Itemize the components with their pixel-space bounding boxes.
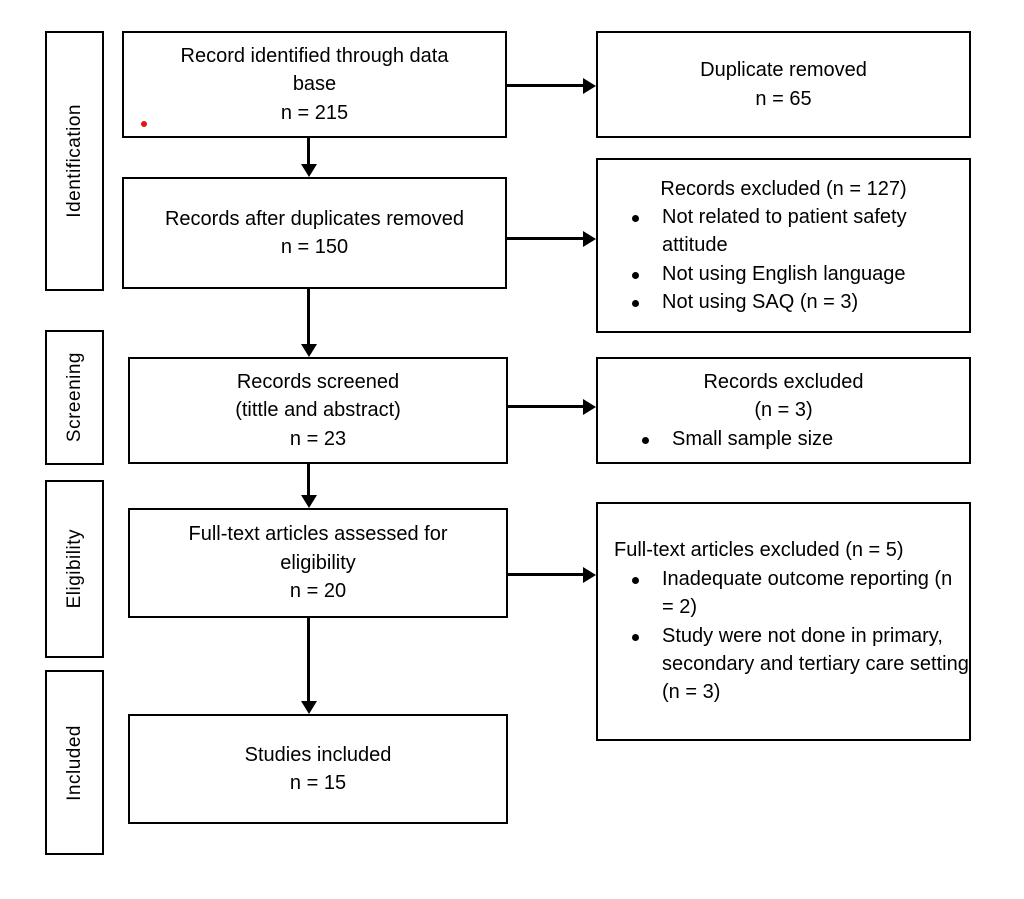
bullet-dot-icon xyxy=(632,300,639,308)
list-item: Study were not done in primary, secondar… xyxy=(632,622,969,707)
bullet-dot-icon xyxy=(632,215,639,223)
exclusion-reason-list: Small sample size xyxy=(598,425,969,453)
node-records-after-duplicates: Records after duplicates removed n = 150 xyxy=(122,177,507,289)
node-records-excluded-127: Records excluded (n = 127) Not related t… xyxy=(596,158,971,333)
connector-line xyxy=(307,618,310,703)
list-item: Not related to patient safety attitude xyxy=(632,203,969,260)
node-heading: Records excluded (n = 127) xyxy=(660,177,907,200)
stage-box-included: Included xyxy=(45,670,104,855)
connector-fulltext-to-included xyxy=(300,618,323,714)
connector-after-duplicates-to-screened xyxy=(300,289,323,357)
node-line: Full-text articles assessed for xyxy=(188,523,448,546)
connector-identified-to-duplicates-removed xyxy=(507,77,596,100)
arrowhead-icon xyxy=(300,164,317,177)
list-item-label: Not using English language xyxy=(662,262,906,285)
stage-label-included: Included xyxy=(64,724,85,801)
stage-label-screening: Screening xyxy=(64,352,85,443)
list-item-label: Small sample size xyxy=(672,427,834,450)
stage-label-eligibility: Eligibility xyxy=(64,529,85,609)
connector-line xyxy=(507,84,585,87)
list-item-label: Not related to patient safety attitude xyxy=(662,205,907,257)
node-records-excluded-3: Records excluded (n = 3) Small sample si… xyxy=(596,357,971,464)
connector-line xyxy=(508,573,585,576)
arrowhead-icon xyxy=(583,398,596,415)
exclusion-reason-list: Not related to patient safety attitude N… xyxy=(598,203,969,317)
arrowhead-icon xyxy=(300,701,317,714)
node-heading: Records excluded xyxy=(703,370,864,393)
arrowhead-icon xyxy=(300,344,317,357)
node-studies-included: Studies included n = 15 xyxy=(128,714,508,824)
node-fulltext-assessed: Full-text articles assessed for eligibil… xyxy=(128,508,508,618)
connector-screened-to-fulltext xyxy=(300,464,323,508)
exclusion-reason-list: Inadequate outcome reporting (n = 2) Stu… xyxy=(598,565,969,707)
arrowhead-icon xyxy=(583,566,596,583)
list-item-label: Inadequate outcome reporting (n = 2) xyxy=(662,567,953,619)
connector-line xyxy=(307,138,310,166)
connector-after-duplicates-to-excluded-127 xyxy=(507,230,596,253)
node-records-screened: Records screened (tittle and abstract) n… xyxy=(128,357,508,464)
list-item: Not using English language xyxy=(632,260,969,288)
arrowhead-icon xyxy=(583,230,596,247)
arrowhead-icon xyxy=(583,77,596,94)
node-line: n = 150 xyxy=(280,236,349,258)
list-item: Not using SAQ (n = 3) xyxy=(632,288,969,316)
node-line: n = 23 xyxy=(289,427,347,450)
node-records-identified: Record identified through data base n = … xyxy=(122,31,507,138)
node-line: Records screened xyxy=(236,370,400,393)
stage-label-identification: Identification xyxy=(64,104,85,218)
node-line: n = 20 xyxy=(289,580,347,603)
node-subheading: (n = 3) xyxy=(754,399,813,422)
connector-screened-to-excluded-3 xyxy=(508,398,596,421)
connector-fulltext-to-excluded-5 xyxy=(508,566,596,589)
bullet-dot-icon xyxy=(632,272,639,280)
connector-identified-to-after-duplicates xyxy=(300,138,323,177)
connector-line xyxy=(508,405,585,408)
node-line: n = 215 xyxy=(280,101,349,124)
bullet-dot-icon xyxy=(632,633,639,641)
connector-line xyxy=(307,464,310,497)
node-line: base xyxy=(292,73,337,96)
node-line: n = 65 xyxy=(755,87,812,110)
node-line: Studies included xyxy=(244,743,392,766)
bullet-dot-icon xyxy=(642,437,649,445)
list-item-label: Study were not done in primary, secondar… xyxy=(662,624,969,704)
node-fulltext-excluded-5: Full-text articles excluded (n = 5) Inad… xyxy=(596,502,971,741)
list-item: Small sample size xyxy=(642,425,969,453)
node-line: Record identified through data xyxy=(180,44,449,67)
node-heading: Full-text articles excluded (n = 5) xyxy=(614,539,904,562)
node-duplicates-removed: Duplicate removed n = 65 xyxy=(596,31,971,138)
arrowhead-icon xyxy=(300,495,317,508)
connector-line xyxy=(307,289,310,346)
node-line: Duplicate removed xyxy=(700,59,867,82)
red-dot-marker-icon xyxy=(141,121,147,127)
node-line: (tittle and abstract) xyxy=(235,399,401,422)
node-line: eligibility xyxy=(280,551,356,574)
bullet-dot-icon xyxy=(632,577,639,585)
node-line: n = 15 xyxy=(289,772,347,794)
connector-line xyxy=(507,237,585,240)
stage-box-screening: Screening xyxy=(45,330,104,465)
node-line: Records after duplicates removed xyxy=(164,207,465,230)
list-item: Inadequate outcome reporting (n = 2) xyxy=(632,565,969,622)
stage-box-identification: Identification xyxy=(45,31,104,291)
list-item-label: Not using SAQ (n = 3) xyxy=(662,291,859,314)
stage-box-eligibility: Eligibility xyxy=(45,480,104,658)
